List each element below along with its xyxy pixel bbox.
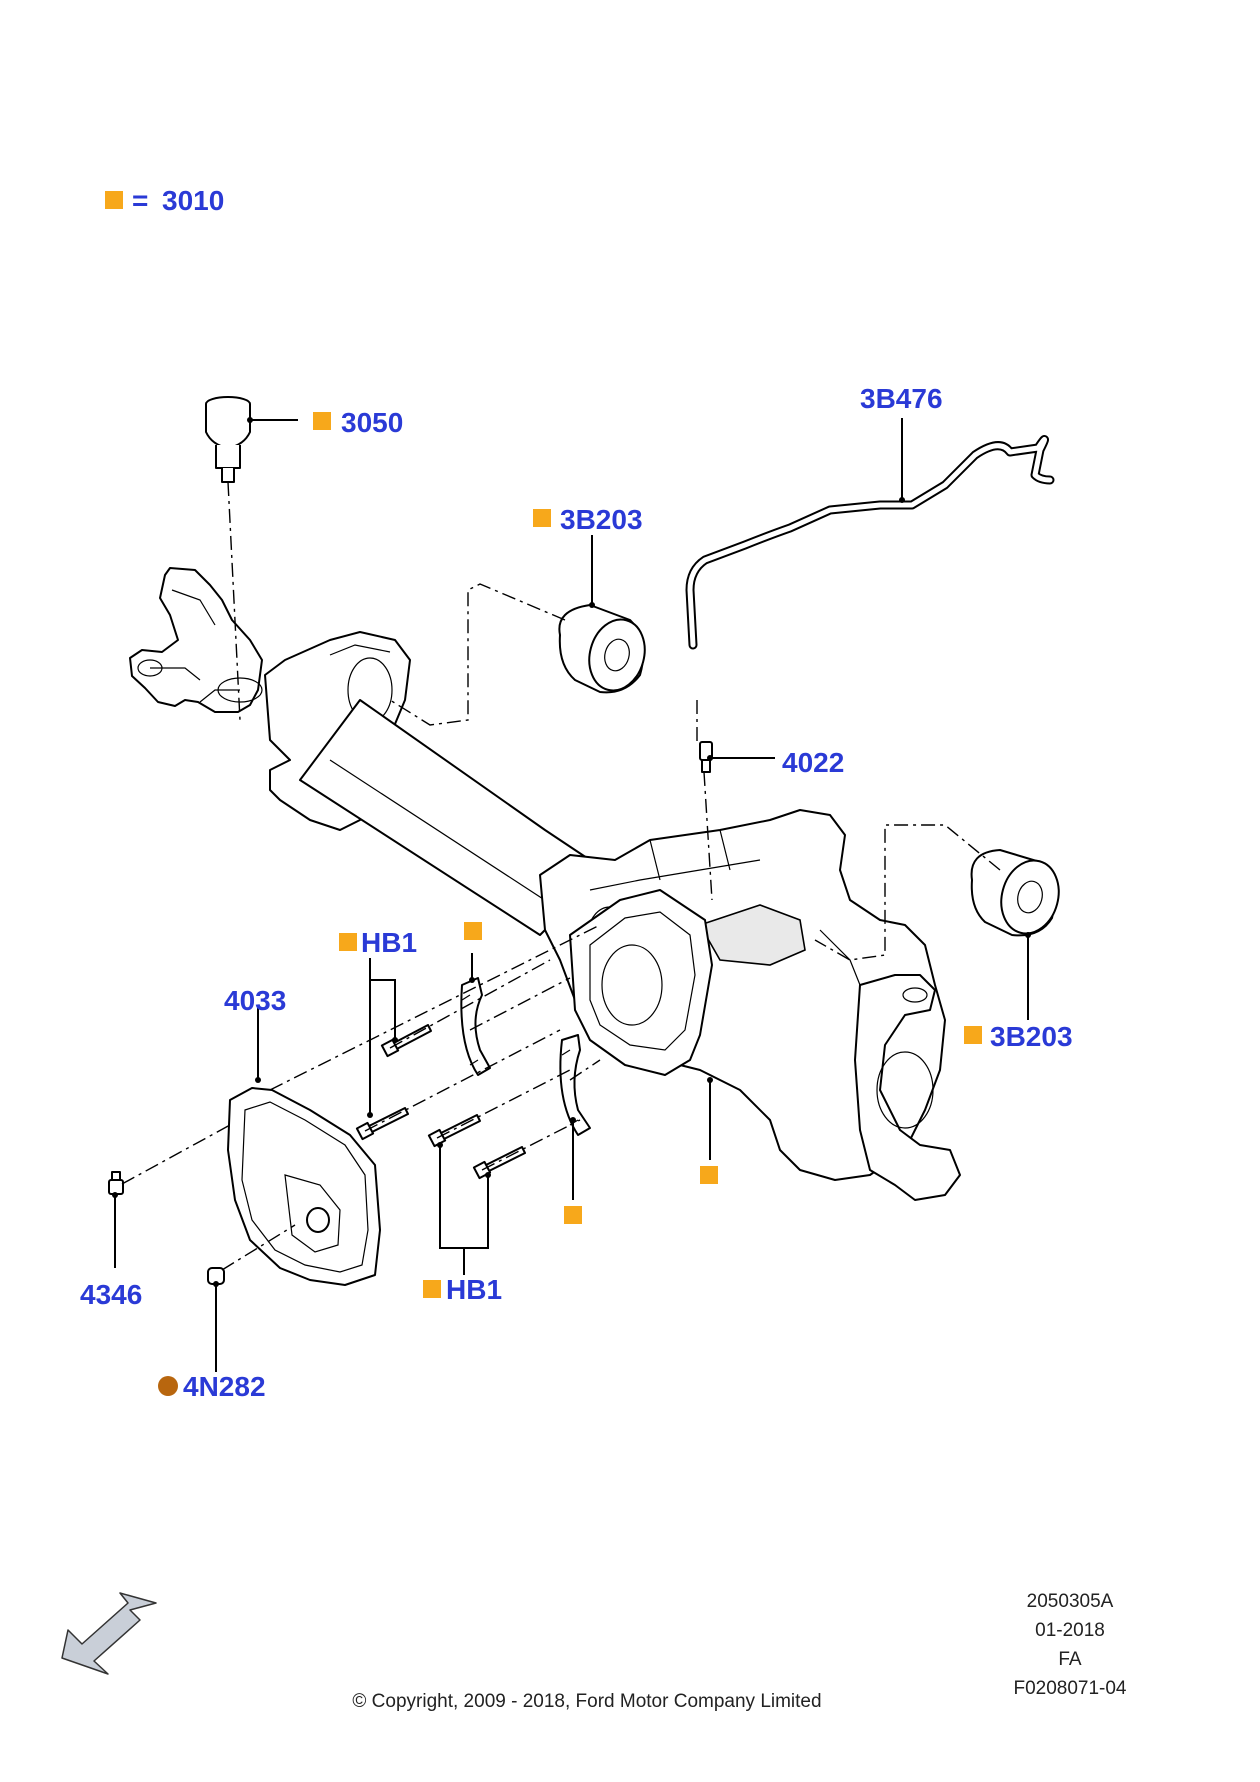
marker-3050 — [313, 412, 331, 430]
ball-joint-3050 — [205, 396, 251, 483]
label-3B203-upper: 3B203 — [560, 504, 643, 535]
explosion-lines — [121, 481, 1001, 1271]
legend-code: 3010 — [162, 185, 224, 216]
marker-HB1-lower — [423, 1280, 441, 1298]
label-4N282: 4N282 — [183, 1371, 266, 1402]
leader-lines — [112, 417, 1031, 1372]
marker-housing — [700, 1166, 718, 1184]
label-4346: 4346 — [80, 1279, 142, 1310]
cover-bolt-4346 — [108, 1171, 124, 1195]
callout-labels: 3050 3B476 3B203 4022 3B203 4033 HB1 HB1… — [80, 383, 1073, 1402]
differential-cover-4033 — [227, 1087, 381, 1286]
marker-4N282 — [158, 1376, 178, 1396]
footer-code3: F0208071-04 — [1013, 1678, 1126, 1699]
marker-3B203-upper — [533, 509, 551, 527]
copyright: © Copyright, 2009 - 2018, Ford Motor Com… — [352, 1691, 821, 1712]
label-3050: 3050 — [341, 407, 403, 438]
label-4022: 4022 — [782, 747, 844, 778]
label-3B203-right: 3B203 — [990, 1021, 1073, 1052]
bushing-3B203-upper — [558, 604, 646, 694]
legend-equals: = — [132, 185, 148, 216]
label-HB1-lower: HB1 — [446, 1274, 502, 1305]
footer-code1: 2050305A — [1027, 1591, 1114, 1612]
legend-swatch — [105, 191, 123, 209]
vent-hose-3B476 — [685, 435, 1055, 650]
bearing-cap-upper — [460, 977, 491, 1076]
front-arrow-icon — [61, 1592, 157, 1675]
label-4033: 4033 — [224, 985, 286, 1016]
footer-code2: FA — [1058, 1649, 1082, 1670]
marker-HB1-upper — [339, 933, 357, 951]
marker-3B203-right — [964, 1026, 982, 1044]
label-3B476: 3B476 — [860, 383, 943, 414]
label-HB1-upper: HB1 — [361, 927, 417, 958]
legend: = 3010 — [105, 185, 224, 216]
footer: 2050305A 01-2018 FA F0208071-04 © Copyri… — [352, 1591, 1127, 1712]
bushing-3B203-right — [970, 849, 1060, 937]
marker-bearing-cap-lower — [564, 1206, 582, 1224]
marker-bearing-cap-upper — [464, 922, 482, 940]
axle-housing — [129, 567, 961, 1201]
footer-date: 01-2018 — [1035, 1620, 1105, 1641]
